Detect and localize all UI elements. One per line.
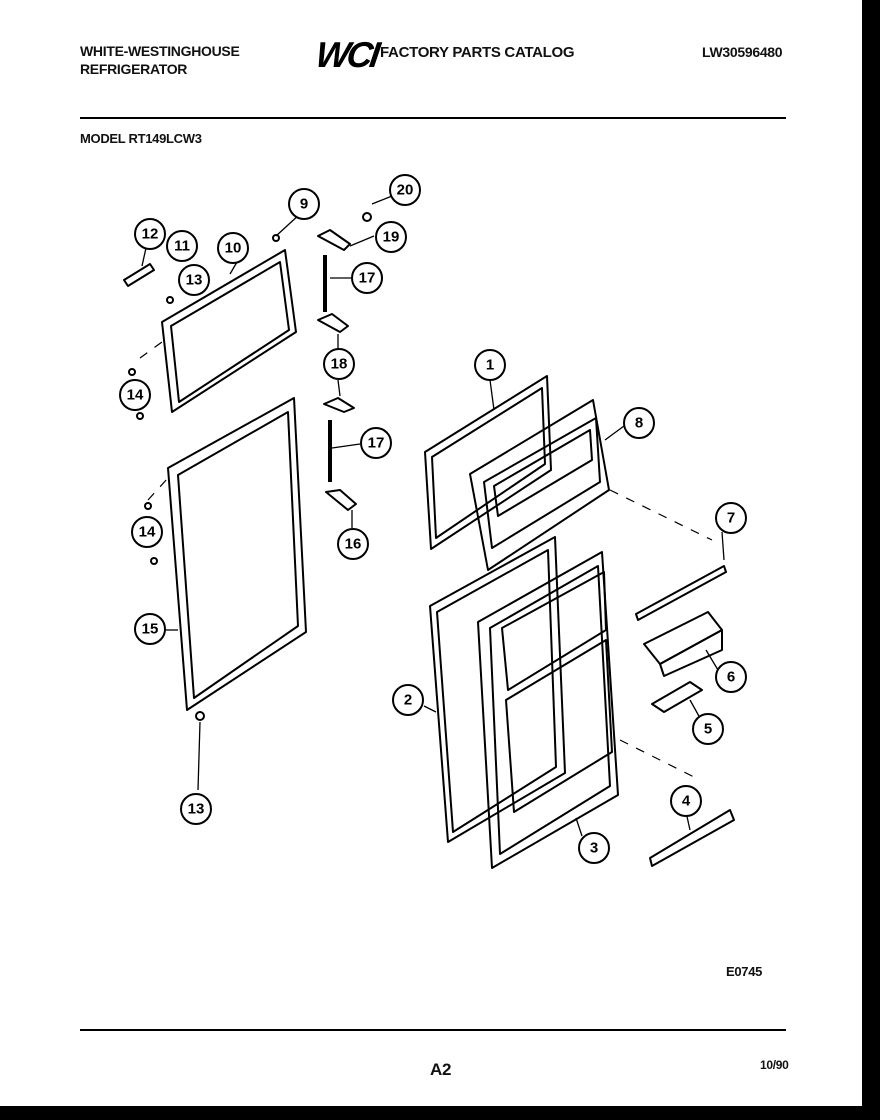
callout-13-bottom: 13	[180, 793, 212, 825]
callout-9: 9	[288, 188, 320, 220]
catalog-date: 10/90	[760, 1058, 789, 1072]
callout-11: 11	[166, 230, 198, 262]
leader-lines	[139, 195, 725, 837]
svg-text:6: 6	[727, 669, 735, 686]
product-type: REFRIGERATOR	[80, 61, 188, 77]
callout-4: 4	[670, 785, 702, 817]
svg-text:15: 15	[142, 621, 159, 638]
svg-text:5: 5	[704, 721, 712, 738]
footer-rule	[80, 1029, 786, 1031]
freezer-gasket-10	[161, 249, 297, 413]
small-fasteners	[128, 212, 372, 721]
callout-5: 5	[692, 713, 724, 745]
svg-text:11: 11	[174, 238, 190, 255]
callout-1: 1	[474, 349, 506, 381]
exploded-parts-diagram: 1 2 3 4 5 6 7 8 9 10 11 12 13 13 14 14 1…	[119, 174, 747, 869]
callout-20: 20	[389, 174, 421, 206]
header-rule	[80, 117, 786, 119]
catalog-title: FACTORY PARTS CATALOG	[380, 44, 575, 61]
callout-6: 6	[715, 661, 747, 693]
svg-text:14: 14	[127, 387, 144, 404]
svg-text:2: 2	[404, 692, 412, 709]
svg-text:17: 17	[368, 435, 385, 452]
callout-2: 2	[392, 684, 424, 716]
svg-text:4: 4	[682, 793, 691, 810]
svg-text:10: 10	[225, 240, 242, 257]
callout-14-top: 14	[119, 379, 151, 411]
svg-text:18: 18	[331, 356, 348, 373]
handle-11	[123, 263, 155, 287]
shelf-bar-4	[649, 809, 735, 867]
callout-8: 8	[623, 407, 655, 439]
callout-17-bottom: 17	[360, 427, 392, 459]
svg-text:1: 1	[486, 357, 494, 374]
callout-17-top: 17	[351, 262, 383, 294]
butter-shelf-5	[651, 681, 703, 713]
svg-text:17: 17	[359, 270, 376, 287]
svg-text:13: 13	[188, 801, 205, 818]
svg-text:3: 3	[590, 840, 598, 857]
callout-16: 16	[337, 528, 369, 560]
callout-19: 19	[375, 221, 407, 253]
brand-name: WHITE-WESTINGHOUSE	[80, 43, 240, 59]
dairy-bin-6	[643, 611, 723, 677]
callout-14-bottom: 14	[131, 516, 163, 548]
catalog-sheet: WHITE-WESTINGHOUSE REFRIGERATOR WCI FACT…	[0, 0, 862, 1106]
freezer-liner-8	[469, 399, 610, 571]
callout-18: 18	[323, 348, 355, 380]
callout-12: 12	[134, 218, 166, 250]
fresh-food-liner-3	[477, 551, 619, 869]
model-label: MODEL RT149LCW3	[80, 131, 202, 146]
callout-10: 10	[217, 232, 249, 264]
page-number: A2	[430, 1060, 452, 1079]
freezer-outer-panel-1	[424, 375, 552, 550]
callout-15: 15	[134, 613, 166, 645]
svg-text:16: 16	[345, 536, 362, 553]
callout-7: 7	[715, 502, 747, 534]
svg-text:14: 14	[139, 524, 156, 541]
svg-text:12: 12	[142, 226, 159, 243]
shelf-bar-7	[635, 565, 727, 621]
svg-text:20: 20	[397, 182, 414, 199]
callout-13-top: 13	[178, 264, 210, 296]
diagram-code: E0745	[726, 964, 763, 979]
svg-text:19: 19	[383, 229, 400, 246]
fresh-food-gasket-15	[167, 397, 307, 711]
svg-text:13: 13	[186, 272, 203, 289]
hinge-parts	[317, 229, 357, 511]
fresh-food-outer-panel-2	[429, 536, 566, 843]
catalog-number: LW30596480	[702, 44, 783, 60]
svg-text:9: 9	[300, 196, 308, 213]
svg-text:7: 7	[727, 510, 735, 527]
svg-text:8: 8	[635, 415, 643, 432]
callout-3: 3	[578, 832, 610, 864]
